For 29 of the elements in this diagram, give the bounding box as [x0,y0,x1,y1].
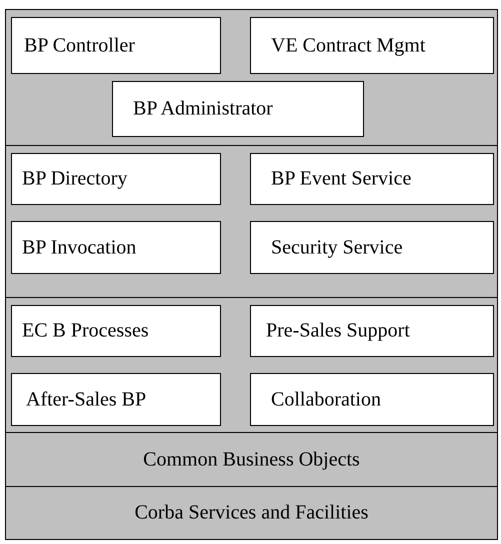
component-label: VE Contract Mgmt [271,34,426,57]
component-label: EC B Processes [22,320,149,342]
component-box [250,221,494,274]
component-box [250,373,494,426]
component-label: BP Invocation [22,236,136,259]
component-box [11,17,221,74]
component-box [250,153,494,205]
layer-band [5,297,498,433]
component-label: Corba Services and Facilities [134,502,370,524]
component-box [11,373,221,426]
layer-band [5,145,498,298]
layer-band [5,432,498,487]
component-label: BP Administrator [133,98,273,120]
component-box [11,221,221,274]
component-box [112,81,364,137]
component-label: After-Sales BP [26,388,146,411]
component-label: BP Directory [22,168,128,190]
layer-band [5,486,498,540]
component-box [250,17,494,74]
component-label: BP Controller [24,34,135,57]
component-label: Pre-Sales Support [266,320,410,342]
component-label: Security Service [271,236,403,259]
component-box [11,153,221,205]
component-label: BP Event Service [271,168,412,190]
component-label: Common Business Objects [142,448,361,471]
component-label: Collaboration [271,388,381,411]
component-box [250,305,494,357]
layer-band [5,9,498,146]
component-box [11,305,221,357]
